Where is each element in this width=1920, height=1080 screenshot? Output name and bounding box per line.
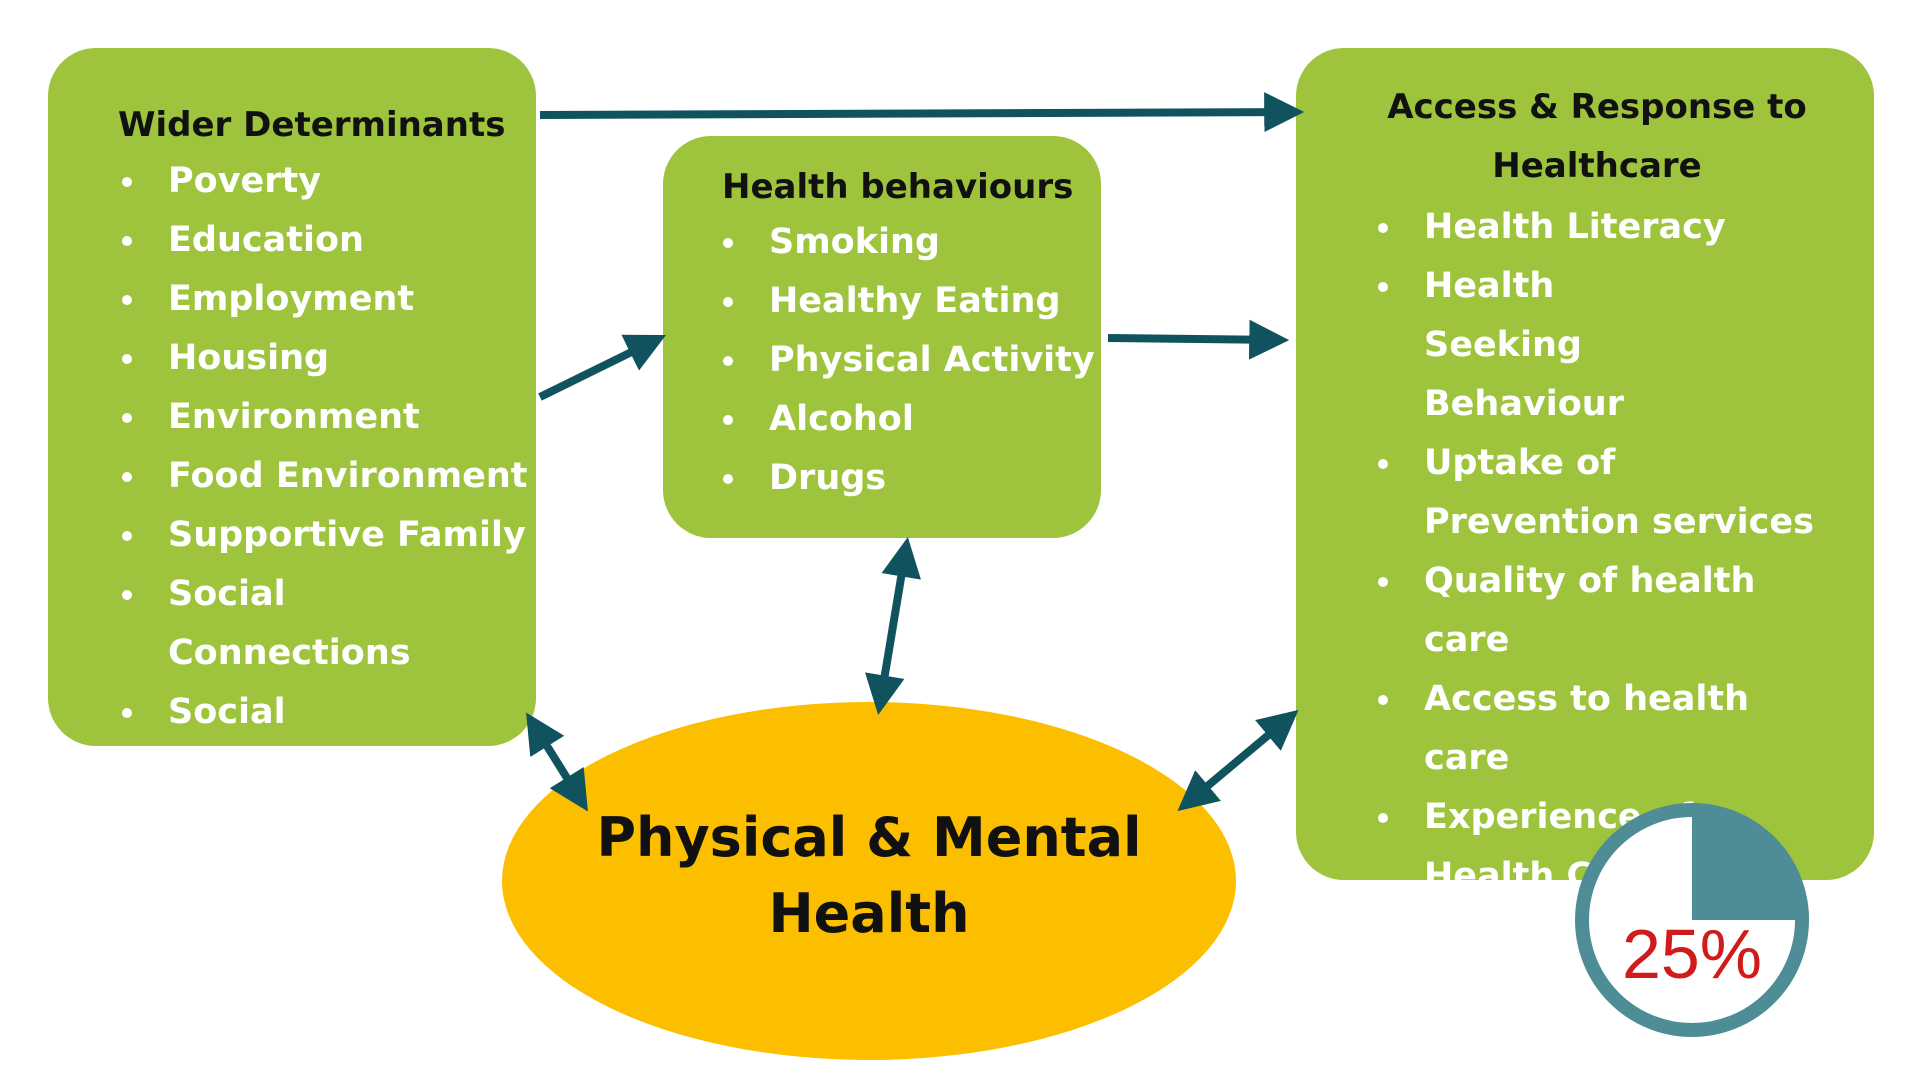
list-item: Employment <box>118 270 536 329</box>
list-item: Health Literacy <box>1374 198 1844 257</box>
list-item: Healthy Eating <box>719 272 1101 331</box>
arrow-behaviours-to-access <box>1107 319 1290 360</box>
list-item: Access to health care <box>1374 670 1844 788</box>
list-item: Health Seeking Behaviour <box>1374 257 1724 434</box>
wider-determinants-box: Wider Determinants Poverty Education Emp… <box>48 48 536 791</box>
progress-label: 25% <box>1621 915 1763 993</box>
wider-determinants-title: Wider Determinants <box>118 105 506 145</box>
physical-mental-health-label: Physical & Mental Health <box>589 800 1149 952</box>
health-behaviours-box: Health behaviours Smoking Healthy Eating… <box>663 136 1101 538</box>
list-item: Education <box>118 211 536 270</box>
arrow-behaviours-health-two-way <box>865 536 921 716</box>
access-title-line-1: Access & Response to <box>1387 87 1807 127</box>
list-item: Drugs <box>719 449 1101 508</box>
access-healthcare-title: Access & Response to Healthcare <box>1374 78 1844 196</box>
progress-ring: 25% <box>1568 796 1816 1044</box>
list-item: Social Connections <box>118 565 536 683</box>
list-item: Poverty <box>118 152 536 211</box>
progress-ring-graphic <box>1575 803 1809 1037</box>
health-behaviours-list: Smoking Healthy Eating Physical Activity… <box>719 213 1101 508</box>
access-healthcare-box: Access & Response to Healthcare Health L… <box>1296 48 1874 1014</box>
list-item: Housing <box>118 329 536 388</box>
list-item: Food Environment <box>118 447 536 506</box>
list-item: Supportive Family <box>118 506 536 565</box>
progress-wedge <box>1692 803 1809 920</box>
arrow-access-health-two-way <box>1177 709 1299 812</box>
list-item: Physical Activity <box>719 331 1101 390</box>
health-behaviours-title: Health behaviours <box>722 167 1074 207</box>
arrow-wider-to-behaviours <box>538 334 667 401</box>
arrow-wider-to-access <box>539 92 1305 133</box>
list-item: Smoking <box>719 213 1101 272</box>
list-item: Social environment <box>118 683 536 801</box>
access-title-line-2: Healthcare <box>1492 146 1702 186</box>
wider-determinants-list: Poverty Education Employment Housing Env… <box>118 152 536 801</box>
physical-mental-health-ellipse: Physical & Mental Health <box>502 702 1236 1060</box>
center-title-line-2: Health <box>768 882 970 945</box>
center-title-line-1: Physical & Mental <box>596 806 1142 869</box>
list-item: Uptake of Prevention services <box>1374 434 1824 552</box>
list-item: Quality of health care <box>1374 552 1844 670</box>
list-item: Alcohol <box>719 390 1101 449</box>
list-item: Environment <box>118 388 536 447</box>
